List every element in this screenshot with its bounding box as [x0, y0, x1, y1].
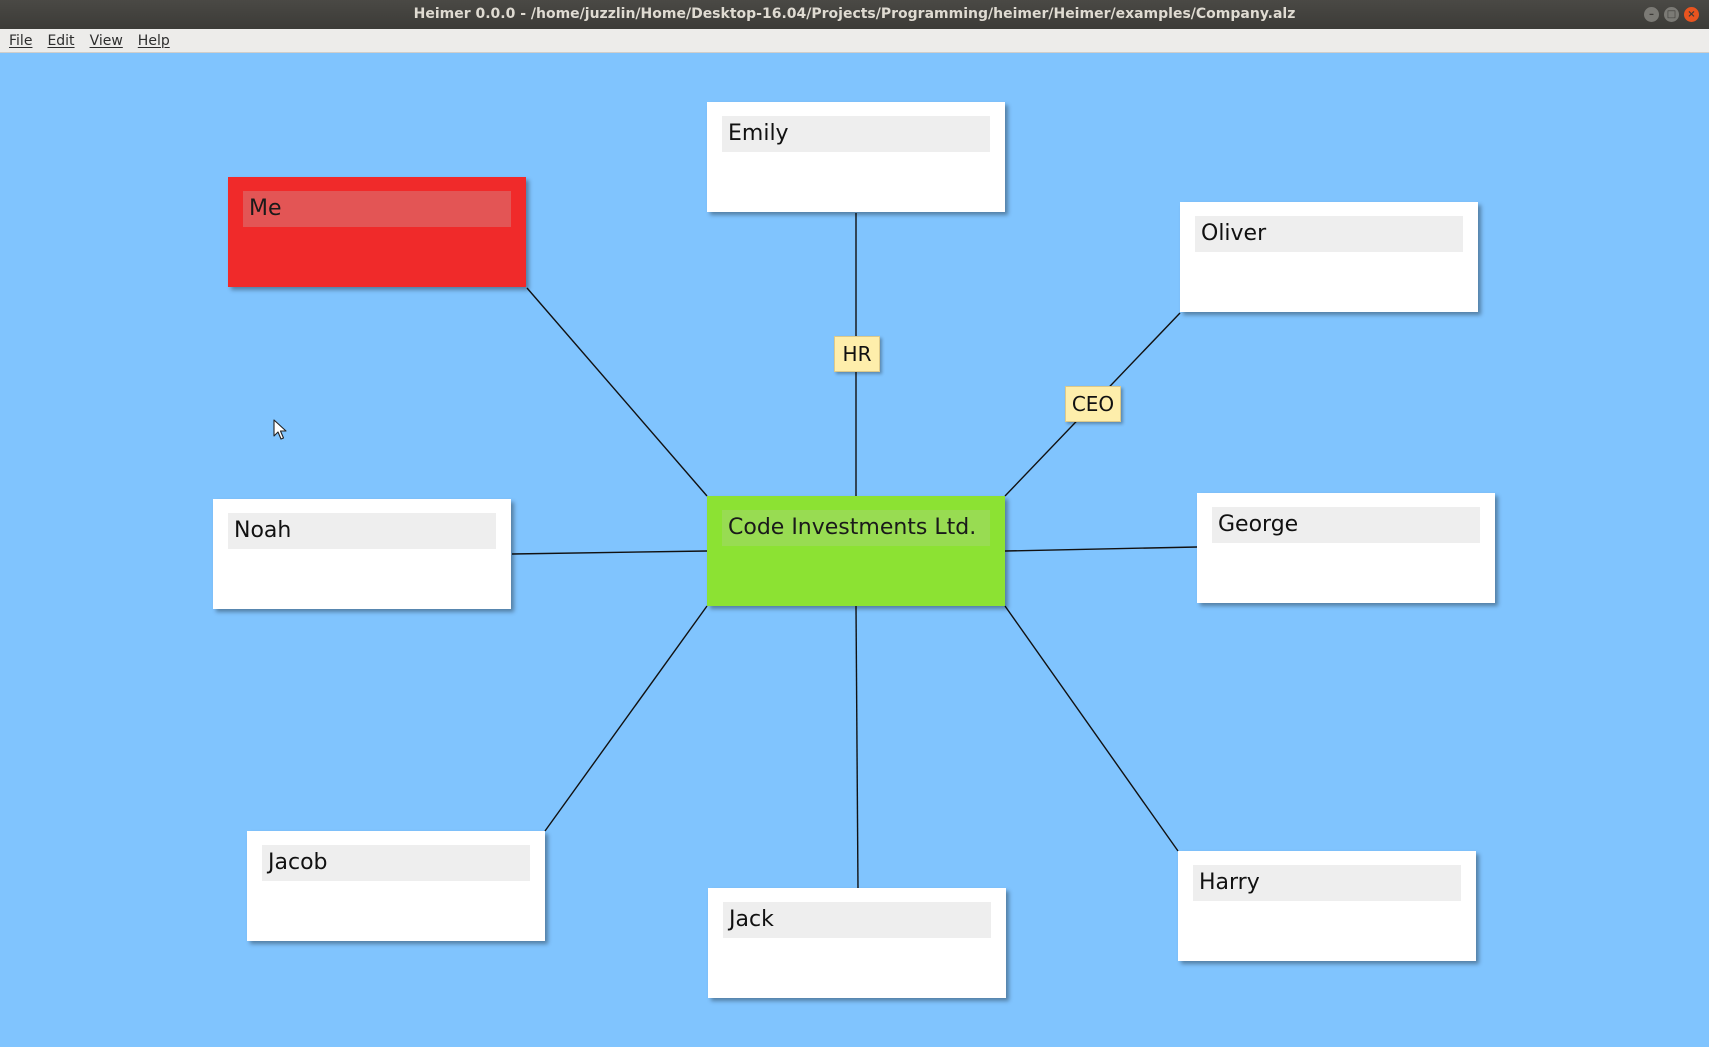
menu-edit[interactable]: Edit	[47, 32, 75, 49]
node-jacob-text[interactable]: Jacob	[262, 845, 530, 881]
edge-center-george[interactable]	[1004, 546, 1198, 552]
close-icon[interactable]: ×	[1684, 7, 1699, 22]
node-jack-text[interactable]: Jack	[723, 902, 991, 938]
edge-label-hr[interactable]: HR	[834, 336, 880, 372]
edge-center-me[interactable]	[526, 287, 708, 497]
node-oliver-text[interactable]: Oliver	[1195, 216, 1463, 252]
node-noah-text[interactable]: Noah	[228, 513, 496, 549]
node-emily[interactable]: Emily	[707, 102, 1005, 212]
node-me[interactable]: Me	[228, 177, 526, 287]
edge-center-noah[interactable]	[511, 550, 708, 555]
menu-bar: File Edit View Help	[0, 29, 1709, 53]
mouse-cursor-icon	[273, 419, 287, 440]
title-bar[interactable]: Heimer 0.0.0 - /home/juzzlin/Home/Deskto…	[0, 0, 1709, 29]
node-george-text[interactable]: George	[1212, 507, 1480, 543]
maximize-icon[interactable]: □	[1664, 7, 1679, 22]
menu-view[interactable]: View	[89, 32, 123, 49]
node-noah[interactable]: Noah	[213, 499, 511, 609]
menu-help[interactable]: Help	[137, 32, 170, 49]
node-center-text[interactable]: Code Investments Ltd.	[722, 510, 990, 546]
node-harry[interactable]: Harry	[1178, 851, 1476, 961]
edge-center-jacob[interactable]	[544, 605, 708, 832]
node-jacob[interactable]: Jacob	[247, 831, 545, 941]
node-me-text[interactable]: Me	[243, 191, 511, 227]
edge-label-ceo[interactable]: CEO	[1065, 386, 1121, 422]
node-oliver[interactable]: Oliver	[1180, 202, 1478, 312]
edge-center-jack[interactable]	[855, 605, 859, 890]
mindmap-canvas[interactable]: Emily Me Oliver Noah Code Investments Lt…	[0, 53, 1709, 1047]
node-harry-text[interactable]: Harry	[1193, 865, 1461, 901]
edge-center-harry[interactable]	[1004, 605, 1179, 852]
window-title: Heimer 0.0.0 - /home/juzzlin/Home/Deskto…	[413, 6, 1296, 22]
node-george[interactable]: George	[1197, 493, 1495, 603]
minimize-icon[interactable]: –	[1644, 7, 1659, 22]
node-center[interactable]: Code Investments Ltd.	[707, 496, 1005, 606]
node-emily-text[interactable]: Emily	[722, 116, 990, 152]
window-controls: – □ ×	[1644, 7, 1699, 22]
node-jack[interactable]: Jack	[708, 888, 1006, 998]
menu-file[interactable]: File	[9, 32, 33, 49]
